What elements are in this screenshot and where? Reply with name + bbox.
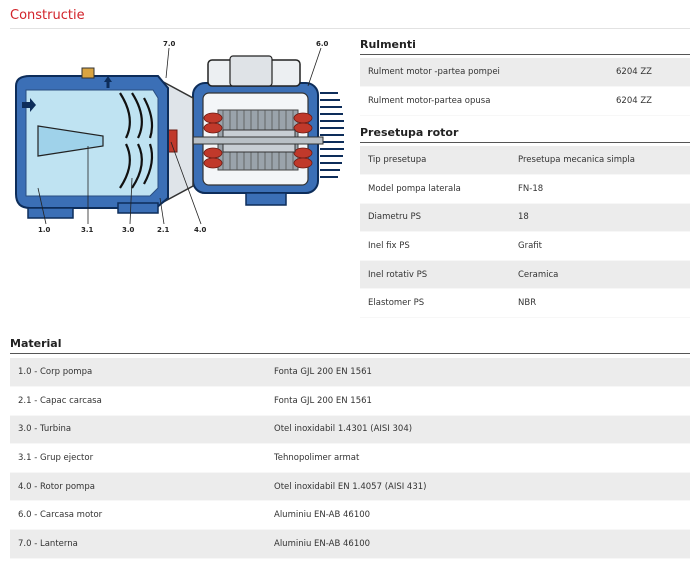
row-value: Presetupa mecanica simpla xyxy=(510,146,690,176)
row-value: Aluminiu EN-AB 46100 xyxy=(266,529,690,559)
table-row: 1.0 - Corp pompa Fonta GJL 200 EN 1561 xyxy=(10,358,690,388)
presetupa-table: Tip presetupa Presetupa mecanica simpla … xyxy=(360,146,690,319)
table-row: Inel fix PS Grafit xyxy=(360,231,690,261)
table-row: Model pompa laterala FN-18 xyxy=(360,174,690,204)
row-label: Elastomer PS xyxy=(360,288,510,319)
table-row: 2.1 - Capac carcasa Fonta GJL 200 EN 156… xyxy=(10,386,690,416)
row-value: Aluminiu EN-AB 46100 xyxy=(266,500,690,531)
callout-label: 6.0 xyxy=(316,40,329,48)
row-value: Tehnopolimer armat xyxy=(266,443,690,473)
row-label: 6.0 - Carcasa motor xyxy=(10,500,266,531)
section-title-rulmenti: Rulmenti xyxy=(360,38,416,51)
page-title: Constructie xyxy=(10,8,85,23)
row-value: Ceramica xyxy=(510,260,690,290)
callout-label: 1.0 xyxy=(38,226,51,234)
callout-label: 7.0 xyxy=(163,40,176,48)
callout-label: 3.0 xyxy=(122,226,135,234)
row-label: 3.1 - Grup ejector xyxy=(10,443,266,473)
section-divider xyxy=(10,353,690,354)
pump-body xyxy=(15,67,169,219)
section-divider xyxy=(360,142,690,143)
row-label: Rulment motor -partea pompei xyxy=(360,58,608,88)
table-row: Tip presetupa Presetupa mecanica simpla xyxy=(360,146,690,176)
callout-label: 4.0 xyxy=(194,226,207,234)
row-label: Diametru PS xyxy=(360,203,510,233)
row-label: Model pompa laterala xyxy=(360,174,510,204)
row-value: Grafit xyxy=(510,231,690,261)
section-title-presetupa: Presetupa rotor xyxy=(360,126,459,139)
callout-label: 3.1 xyxy=(81,226,94,234)
table-row: 7.0 - Lanterna Aluminiu EN-AB 46100 xyxy=(10,529,690,559)
row-label: Rulment motor-partea opusa xyxy=(360,86,608,116)
row-value: Fonta GJL 200 EN 1561 xyxy=(266,358,690,388)
table-row: Diametru PS 18 xyxy=(360,203,690,233)
table-row: Inel rotativ PS Ceramica xyxy=(360,260,690,290)
row-value: Fonta GJL 200 EN 1561 xyxy=(266,386,690,416)
table-row: 3.1 - Grup ejector Tehnopolimer armat xyxy=(10,443,690,473)
row-value: 6204 ZZ xyxy=(608,86,690,116)
table-row: Rulment motor -partea pompei 6204 ZZ xyxy=(360,58,690,88)
table-row: Elastomer PS NBR xyxy=(360,288,690,319)
section-title-material: Material xyxy=(10,337,62,350)
section-divider xyxy=(360,54,690,55)
row-label: 7.0 - Lanterna xyxy=(10,529,266,559)
title-divider xyxy=(10,28,690,29)
material-table: 1.0 - Corp pompa Fonta GJL 200 EN 1561 2… xyxy=(10,358,690,559)
row-label: Tip presetupa xyxy=(360,146,510,176)
row-value: Otel inoxidabil EN 1.4057 (AISI 431) xyxy=(266,472,690,502)
row-value: FN-18 xyxy=(510,174,690,204)
row-label: 1.0 - Corp pompa xyxy=(10,358,266,388)
table-row: Rulment motor-partea opusa 6204 ZZ xyxy=(360,86,690,116)
row-value: 6204 ZZ xyxy=(608,58,690,88)
row-value: 18 xyxy=(510,203,690,233)
row-value: Otel inoxidabil 1.4301 (AISI 304) xyxy=(266,415,690,445)
table-row: 4.0 - Rotor pompa Otel inoxidabil EN 1.4… xyxy=(10,472,690,502)
row-label: Inel fix PS xyxy=(360,231,510,261)
row-value: NBR xyxy=(510,288,690,319)
table-row: 6.0 - Carcasa motor Aluminiu EN-AB 46100 xyxy=(10,500,690,531)
row-label: 2.1 - Capac carcasa xyxy=(10,386,266,416)
pump-cross-section-diagram: 7.0 6.0 1.0 3.1 3.0 2.1 4.0 xyxy=(15,40,344,234)
rulmenti-table: Rulment motor -partea pompei 6204 ZZ Rul… xyxy=(360,58,690,116)
row-label: 4.0 - Rotor pompa xyxy=(10,472,266,502)
row-label: 3.0 - Turbina xyxy=(10,415,266,445)
motor-housing xyxy=(192,55,344,206)
row-label: Inel rotativ PS xyxy=(360,260,510,290)
table-row: 3.0 - Turbina Otel inoxidabil 1.4301 (AI… xyxy=(10,415,690,445)
callout-label: 2.1 xyxy=(157,226,170,234)
